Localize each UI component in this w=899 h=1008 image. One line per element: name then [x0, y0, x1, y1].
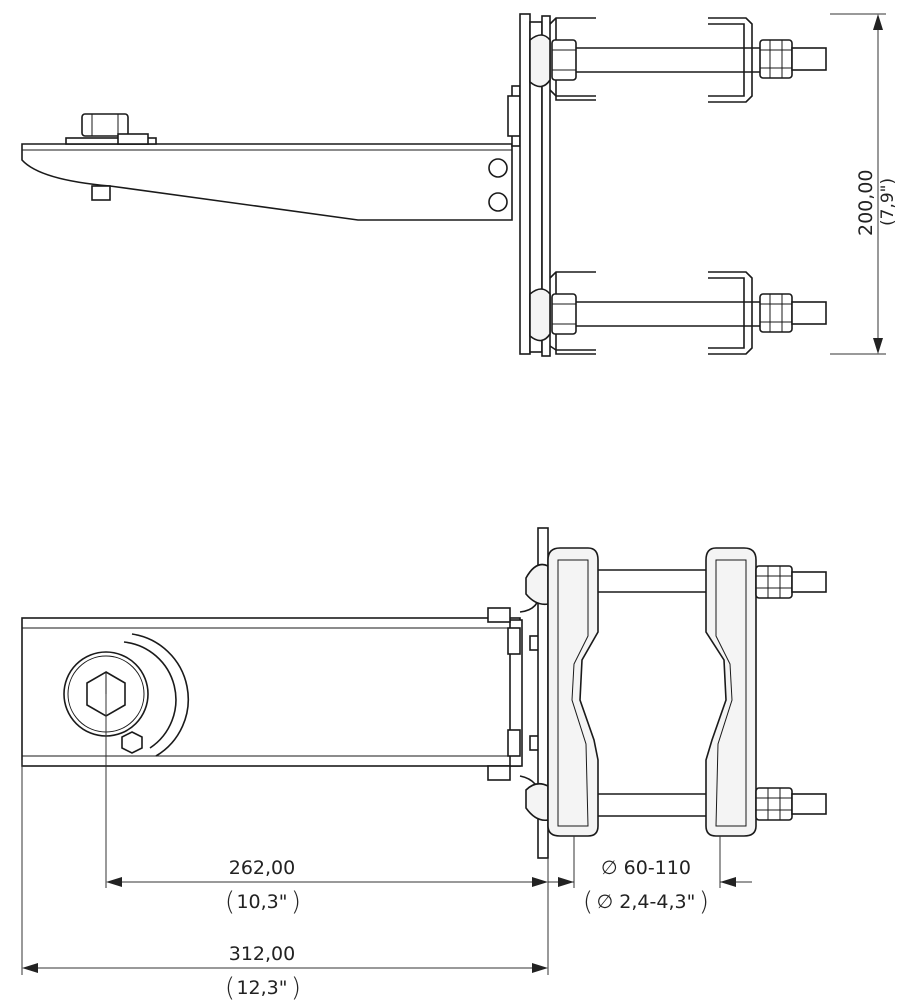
- diameter-value: ∅ 60-110: [601, 857, 691, 879]
- svg-text:(: (: [225, 887, 235, 917]
- nut-lower-icon: [755, 787, 827, 821]
- clamp-jaw-left: [547, 547, 599, 837]
- dimension-offset: 262,00 ( 10,3" ): [106, 857, 548, 917]
- hole-upper-icon: [488, 158, 508, 178]
- svg-text:(: (: [225, 973, 235, 1003]
- adjust-slot: [123, 641, 177, 749]
- clamp-jaw-right: [705, 547, 757, 837]
- u-clamp-lower: [529, 271, 827, 355]
- svg-text:): ): [291, 887, 301, 917]
- side-view: 200,00 (7,9"): [21, 13, 898, 357]
- height-value: 200,00: [855, 170, 877, 236]
- plan-view: 262,00 ( 10,3" ) ∅ 60-110 ( ∅ 2,4-4,3" )…: [21, 527, 827, 1003]
- dimension-height: 200,00 (7,9"): [830, 13, 898, 355]
- dimension-diameter: ∅ 60-110 ( ∅ 2,4-4,3" ): [548, 857, 752, 917]
- length-inch: 12,3": [236, 977, 287, 999]
- svg-text:): ): [699, 887, 709, 917]
- svg-text:(: (: [583, 887, 593, 917]
- offset-value: 262,00: [229, 857, 295, 879]
- svg-text:): ): [291, 973, 301, 1003]
- dimension-length: 312,00 ( 12,3" ): [22, 943, 548, 1003]
- bolt-top-icon: [65, 113, 157, 201]
- small-nut-icon: [121, 731, 143, 754]
- u-clamp-upper: [529, 17, 827, 103]
- length-value: 312,00: [229, 943, 295, 965]
- mount-plate: [519, 13, 531, 355]
- hole-lower-icon: [488, 192, 508, 212]
- offset-inch: 10,3": [236, 891, 287, 913]
- height-inch: (7,9"): [878, 178, 898, 226]
- diameter-inch: ∅ 2,4-4,3": [597, 891, 696, 913]
- nut-upper-icon: [755, 565, 827, 599]
- arm-profile: [21, 143, 513, 221]
